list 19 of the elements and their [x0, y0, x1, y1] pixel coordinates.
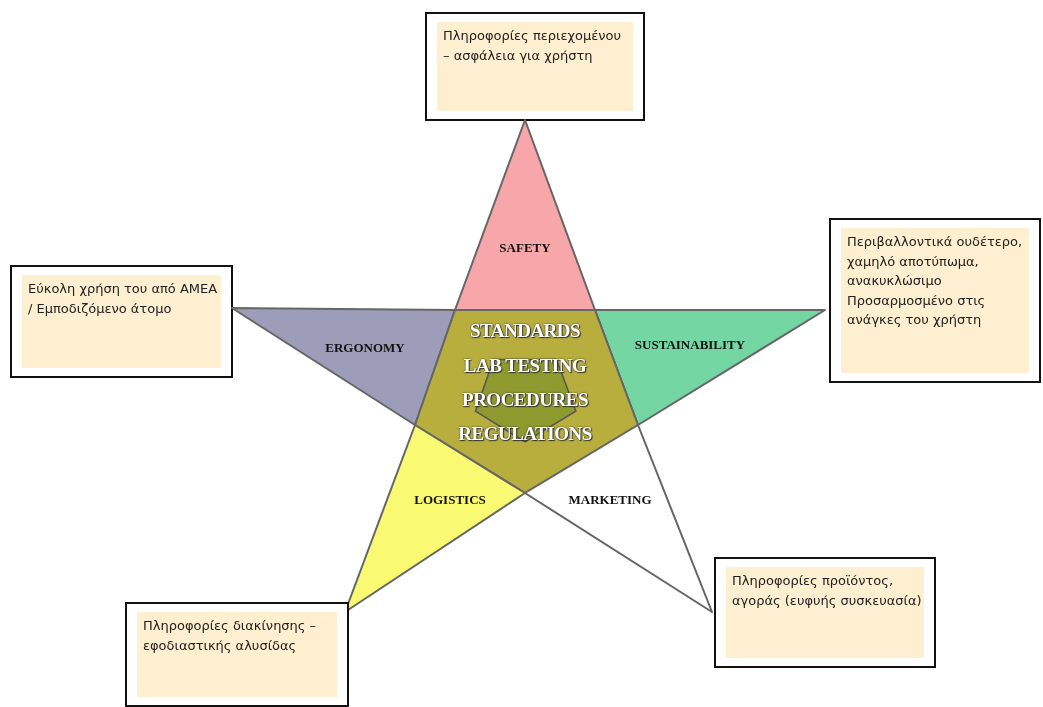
center-label: PROCEDURES: [462, 389, 588, 411]
segment-label: SUSTAINABILITY: [634, 337, 746, 353]
description-text: Περιβαλλοντικά ουδέτερο, χαμηλό αποτύπωμα, ανακυκλώσιμο Προσαρμοσμένο στις ανάγκες του χρήστη: [847, 233, 1024, 329]
text-box: [425, 12, 645, 121]
description-text: Εύκολη χρήση του από ΑΜΕΑ / Εμποδιζόμενο άτομο: [28, 280, 219, 318]
text-box: [10, 265, 233, 378]
center-label: LAB TESTING: [463, 355, 587, 377]
segment-label: ERGONOMY: [325, 340, 405, 356]
segment-label: MARKETING: [568, 492, 652, 508]
center-label: REGULATIONS: [458, 423, 592, 445]
text-box: [829, 218, 1041, 383]
center-label: STANDARDS: [469, 320, 581, 342]
segment-label: LOGISTICS: [414, 492, 486, 508]
description-text: Πληροφορίες προϊόντος, αγοράς (ευφυής συσκευασία): [732, 572, 922, 610]
text-box: [125, 602, 349, 707]
segment-label: SAFETY: [499, 240, 551, 256]
text-box: [714, 557, 936, 668]
description-text: Πληροφορίες περιεχομένου – ασφάλεια για χρήστη: [443, 27, 622, 65]
description-text: Πληροφορίες διακίνησης – εφοδιαστικής αλυσίδας: [143, 617, 318, 655]
